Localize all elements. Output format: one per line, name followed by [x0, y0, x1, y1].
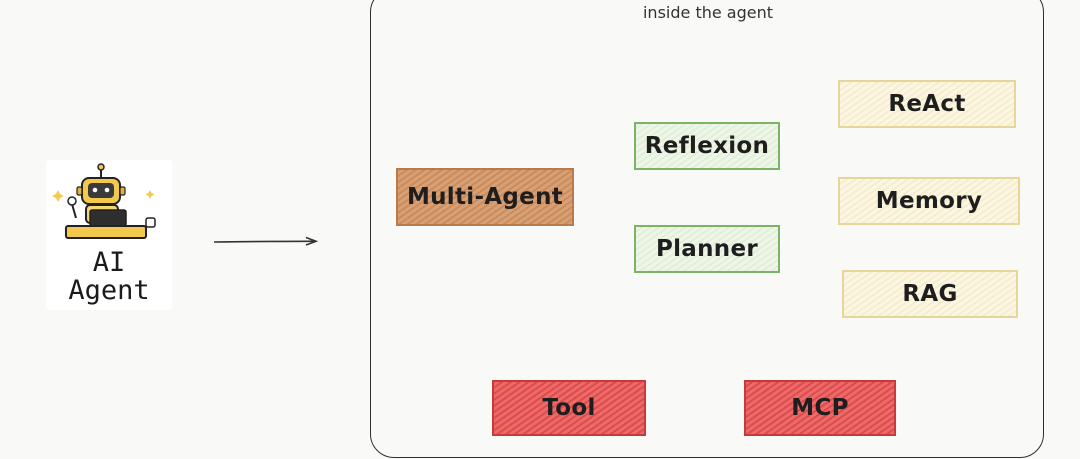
node-tool: Tool [492, 380, 646, 436]
node-mcp-label: MCP [791, 395, 849, 421]
node-multi-agent: Multi-Agent [396, 168, 574, 226]
node-rag: RAG [842, 270, 1018, 318]
node-react: ReAct [838, 80, 1016, 128]
node-mcp: MCP [744, 380, 896, 436]
node-planner: Planner [634, 225, 780, 273]
node-rag-label: RAG [902, 281, 958, 307]
container-label: inside the agent [642, 3, 773, 22]
agent-container [370, 0, 1044, 458]
robot-icon [52, 163, 156, 239]
node-reflexion: Reflexion [634, 122, 780, 170]
node-react-label: ReAct [888, 91, 966, 117]
node-reflexion-label: Reflexion [644, 133, 770, 159]
node-planner-label: Planner [655, 236, 759, 262]
ai-agent-card: AI Agent [46, 160, 172, 310]
agent-title-line1: AI [92, 247, 126, 278]
node-multi-agent-label: Multi-Agent [406, 184, 564, 210]
node-memory: Memory [838, 177, 1020, 225]
node-memory-label: Memory [875, 188, 983, 214]
arrow-right-icon [213, 236, 319, 246]
sparkle-icon [52, 190, 64, 202]
agent-title-line2: Agent [68, 275, 150, 306]
node-tool-label: Tool [542, 395, 596, 421]
